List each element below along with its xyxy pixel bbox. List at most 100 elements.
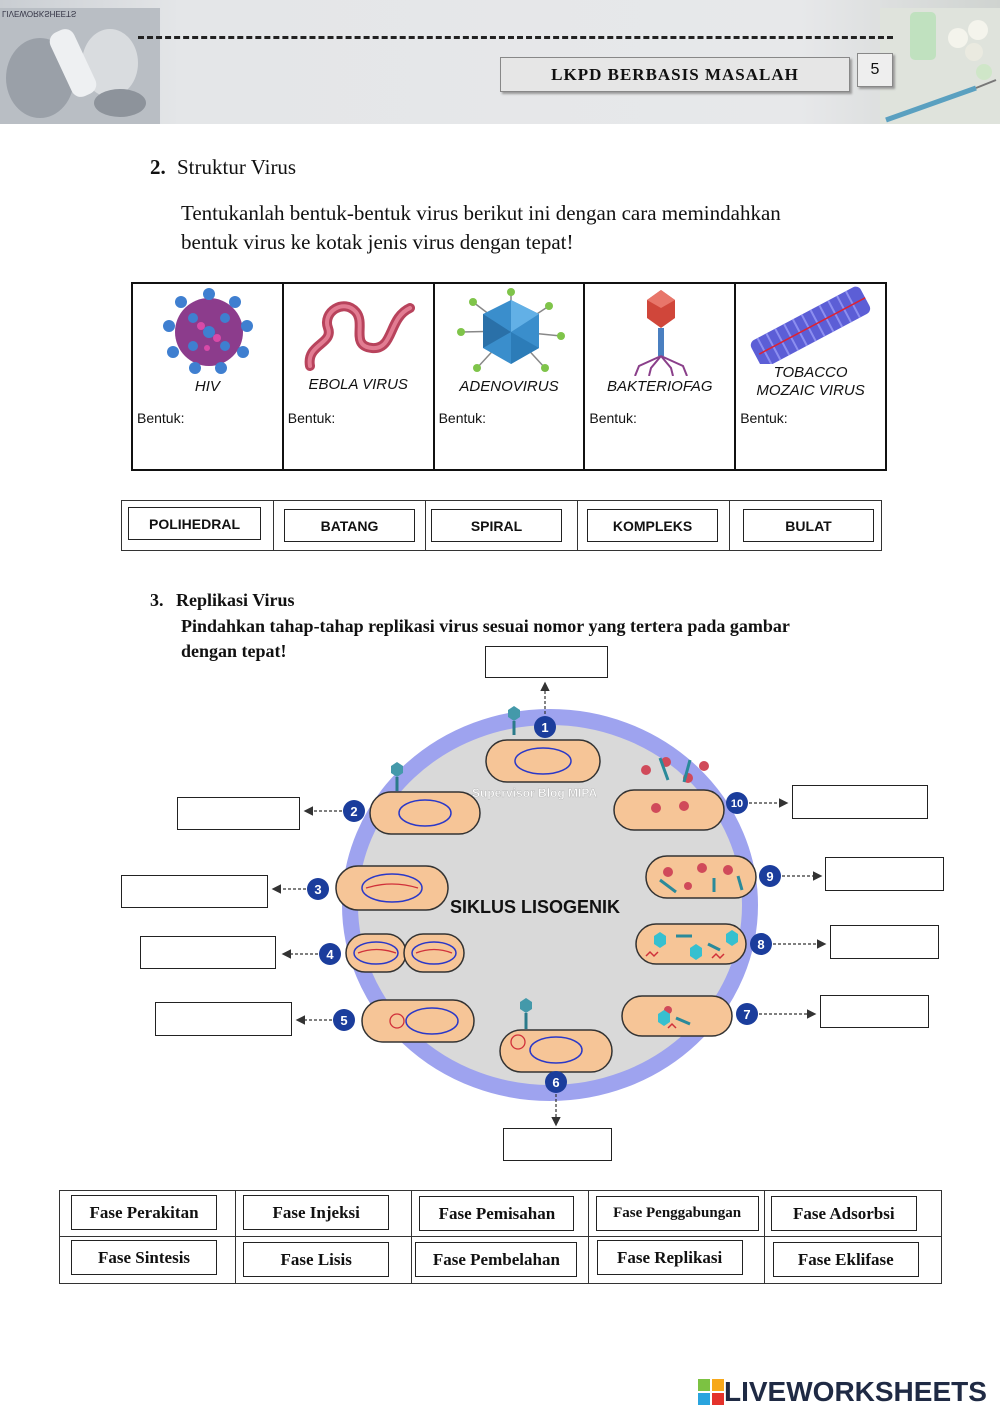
logo-icon	[698, 1379, 724, 1405]
section3-heading: 3. Replikasi Virus	[150, 590, 295, 611]
worksheet-title: LKPD BERBASIS MASALAH	[500, 57, 850, 92]
cycle-center-label: SIKLUS LISOGENIK	[450, 897, 620, 917]
phase-slot: Fase Pembelahan	[412, 1237, 589, 1283]
step-number-7: 7	[743, 1007, 750, 1022]
phase-chip-sintesis[interactable]: Fase Sintesis	[71, 1240, 217, 1275]
page-number: 5	[857, 53, 893, 87]
step-number-8: 8	[757, 937, 764, 952]
phase-chip-adsorbsi[interactable]: Fase Adsorbsi	[770, 1196, 917, 1231]
shape-chip-batang[interactable]: BATANG	[284, 509, 415, 542]
step-number-10: 10	[731, 798, 743, 810]
watermark-text: LIVEWORKSHEETS	[2, 9, 77, 18]
drop-box-step-4[interactable]	[140, 936, 276, 969]
section3-number: 3.	[150, 590, 164, 610]
drop-box-step-7[interactable]	[820, 995, 929, 1028]
shape-chip-polihedral[interactable]: POLIHEDRAL	[128, 507, 261, 540]
virus-name-tmv: TOBACCO MOZAIC VIRUS	[736, 364, 885, 400]
cell-3	[335, 865, 449, 911]
shape-label: Bentuk:	[438, 410, 487, 426]
shape-chip-bulat[interactable]: BULAT	[743, 509, 874, 542]
diagram-credit: Supervisor Blog MIPA	[472, 786, 597, 800]
shape-label: Bentuk:	[589, 410, 637, 426]
drop-box-step-8[interactable]	[830, 925, 939, 959]
shape-label: Bentuk:	[287, 410, 336, 426]
step-number-9: 9	[766, 869, 773, 884]
shape-label: Bentuk:	[740, 410, 788, 426]
virus-table: HIV Bentuk: EBOLA VIRUS Bentuk: ADENOVIR…	[131, 282, 887, 471]
virus-cell-ebola: EBOLA VIRUS Bentuk:	[284, 284, 435, 469]
phase-chip-replikasi[interactable]: Fase Replikasi	[596, 1240, 743, 1275]
step-number-2: 2	[350, 804, 357, 819]
virus-cell-hiv: HIV Bentuk:	[133, 284, 284, 469]
phase-chip-penggabungan[interactable]: Fase Penggabungan	[595, 1196, 759, 1231]
drop-box-step-10[interactable]	[792, 785, 928, 819]
section2-instruction: Tentukanlah bentuk-bentuk virus berikut …	[181, 199, 901, 257]
instruction-line-2: dengan tepat!	[181, 641, 287, 661]
drop-box-step-9[interactable]	[825, 857, 944, 891]
adenovirus-image	[456, 288, 565, 372]
phase-slot: Fase Pemisahan	[412, 1191, 589, 1237]
logo-text: LIVEWORKSHEETS	[724, 1376, 987, 1407]
section2-number: 2.	[150, 155, 166, 179]
microscope-image	[0, 8, 160, 124]
shape-slot: BATANG	[274, 501, 426, 550]
phase-chip-perakitan[interactable]: Fase Perakitan	[71, 1195, 217, 1230]
virus-name-tmv-line2: MOZAIC VIRUS	[756, 382, 865, 399]
phage-icons	[391, 706, 744, 1029]
shape-chip-spiral[interactable]: SPIRAL	[431, 509, 562, 542]
phase-chip-pemisahan[interactable]: Fase Pemisahan	[419, 1196, 575, 1231]
step-number-1: 1	[541, 720, 548, 735]
drop-box-step-5[interactable]	[155, 1002, 292, 1036]
virus-name-bakteriofag: BAKTERIOFAG	[607, 378, 713, 395]
section3-title: Replikasi Virus	[176, 590, 295, 610]
instruction-line-1: Tentukanlah bentuk-bentuk virus berikut …	[181, 201, 781, 225]
cell-8	[635, 923, 747, 965]
shape-chip-kompleks[interactable]: KOMPLEKS	[587, 509, 718, 542]
phase-chip-pembelahan[interactable]: Fase Pembelahan	[415, 1242, 578, 1277]
instruction-line-2: bentuk virus ke kotak jenis virus dengan…	[181, 230, 574, 254]
cell-10	[613, 789, 725, 831]
virus-cell-bakteriofag: BAKTERIOFAG Bentuk:	[585, 284, 737, 469]
phase-slot: Fase Lisis	[236, 1237, 413, 1283]
shape-slot: POLIHEDRAL	[122, 501, 274, 550]
phase-chip-eklifase[interactable]: Fase Eklifase	[772, 1242, 919, 1277]
section3-instruction: Pindahkan tahap-tahap replikasi virus se…	[181, 614, 901, 664]
phase-chip-injeksi[interactable]: Fase Injeksi	[243, 1195, 390, 1230]
lysogenic-cycle-diagram: Supervisor Blog MIPA SIKLUS LISOGENIK	[271, 681, 827, 1127]
drop-box-step-3[interactable]	[121, 875, 268, 908]
phase-chip-lisis[interactable]: Fase Lisis	[243, 1242, 390, 1277]
virus-cell-tmv: TOBACCO MOZAIC VIRUS Bentuk:	[736, 284, 885, 469]
phase-slot: Fase Adsorbsi	[764, 1191, 941, 1237]
header-divider	[138, 36, 893, 39]
phase-slot: Fase Injeksi	[236, 1191, 413, 1237]
bacteriophage-image	[634, 290, 689, 376]
virus-name-tmv-line1: TOBACCO	[773, 364, 848, 381]
instruction-line-1: Pindahkan tahap-tahap replikasi virus se…	[181, 616, 790, 636]
drop-box-step-2[interactable]	[177, 797, 300, 830]
step-number-5: 5	[340, 1013, 347, 1028]
drop-box-step-1[interactable]	[485, 646, 608, 678]
cell-4b	[403, 933, 465, 973]
cell-1	[485, 739, 601, 783]
phase-slot: Fase Sintesis	[60, 1237, 237, 1283]
phase-slot: Fase Perakitan	[60, 1191, 237, 1237]
shape-label: Bentuk:	[137, 410, 185, 426]
drop-box-step-6[interactable]	[503, 1128, 612, 1161]
shape-slot: BULAT	[730, 501, 881, 550]
shape-slot: KOMPLEKS	[578, 501, 730, 550]
step-number-3: 3	[314, 882, 321, 897]
liveworksheets-logo: LIVEWORKSHEETS	[698, 1376, 987, 1408]
virus-cell-adenovirus: ADENOVIRUS Bentuk:	[435, 284, 586, 469]
ebola-image	[304, 301, 415, 371]
section2-heading: 2. Struktur Virus	[150, 155, 296, 180]
cell-2	[369, 791, 481, 835]
virus-name-ebola: EBOLA VIRUS	[308, 376, 408, 393]
step-number-6: 6	[552, 1075, 559, 1090]
tmv-image	[742, 286, 879, 364]
shape-options-row: POLIHEDRAL BATANG SPIRAL KOMPLEKS BULAT	[121, 500, 882, 551]
cell-5	[361, 999, 475, 1043]
phase-slot: Fase Penggabungan	[588, 1191, 765, 1237]
cell-7	[621, 995, 733, 1037]
phase-slot: Fase Replikasi	[589, 1237, 765, 1283]
shape-slot: SPIRAL	[426, 501, 578, 550]
